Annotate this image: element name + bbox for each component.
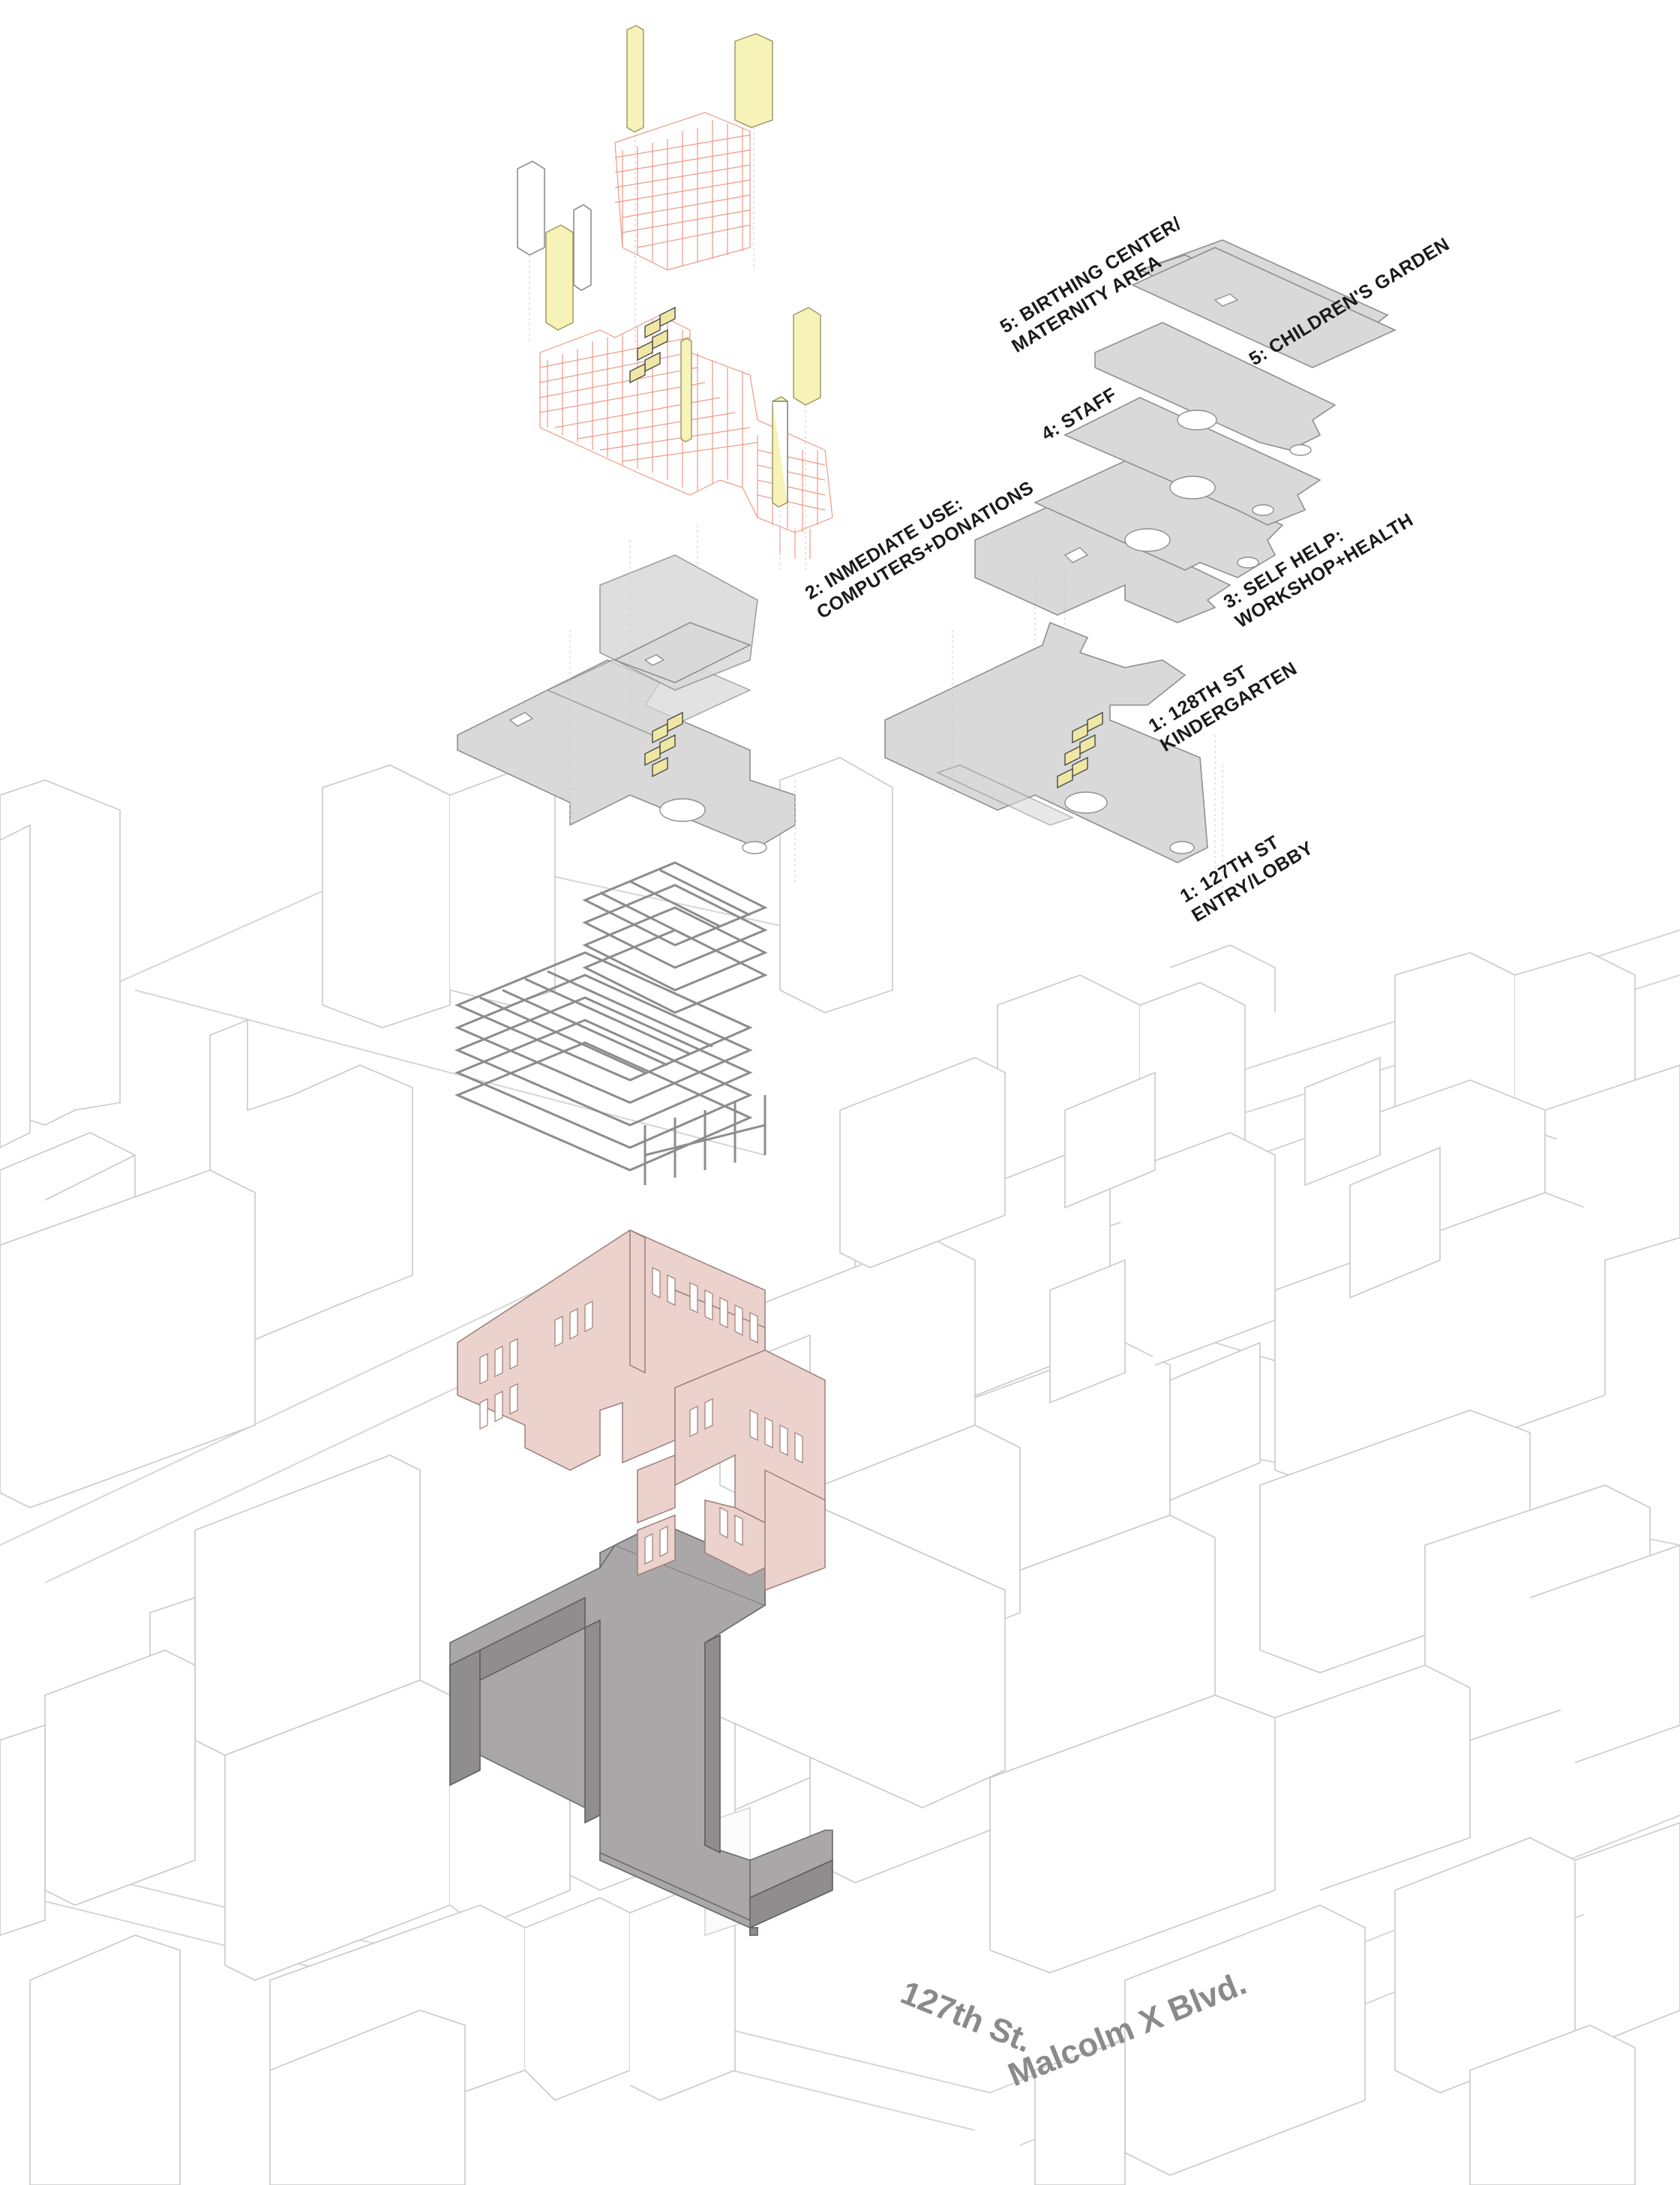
stair-element-left-stack xyxy=(644,711,683,778)
facade-layer xyxy=(457,1229,826,1592)
left-floor-slab-stack xyxy=(457,525,796,885)
existing-building-mass xyxy=(449,1522,833,1937)
stair-element-top xyxy=(629,306,676,384)
label-127th-street: 127th St. xyxy=(896,1974,1036,2060)
mesh-skin xyxy=(539,112,833,559)
facade-windows xyxy=(479,1267,803,1565)
stair-element-right xyxy=(1057,711,1103,789)
right-floor-plates xyxy=(884,239,1396,900)
vertical-cores xyxy=(517,25,821,570)
structural-frame xyxy=(454,861,768,1185)
context-buildings xyxy=(0,757,1680,2185)
